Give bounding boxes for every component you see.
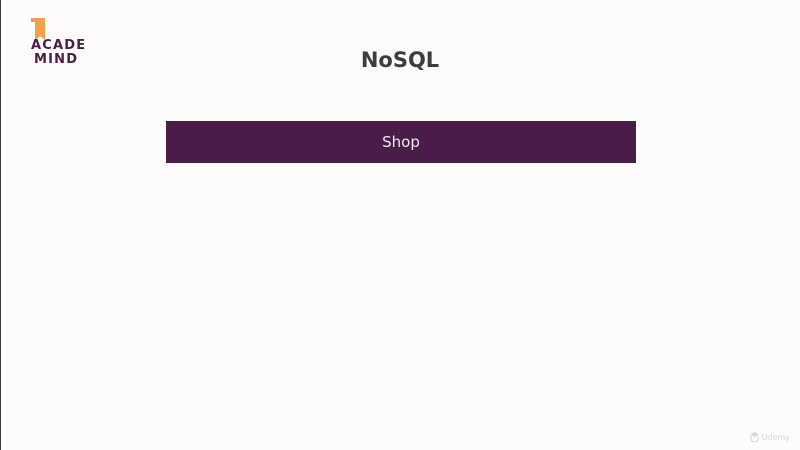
udemy-watermark: Udemy bbox=[749, 432, 790, 442]
shop-block: Shop bbox=[166, 121, 636, 163]
shop-label: Shop bbox=[382, 133, 420, 151]
left-border-divider bbox=[0, 0, 1, 450]
logo-text-line-1: ACADE bbox=[31, 38, 87, 53]
slide-title: NoSQL bbox=[360, 48, 440, 72]
academind-logo: ACADE MIND bbox=[22, 18, 108, 68]
logo-banner-icon bbox=[31, 18, 45, 40]
logo-text-line-2: MIND bbox=[34, 52, 79, 67]
udemy-icon bbox=[749, 432, 759, 442]
watermark-text: Udemy bbox=[761, 432, 790, 442]
